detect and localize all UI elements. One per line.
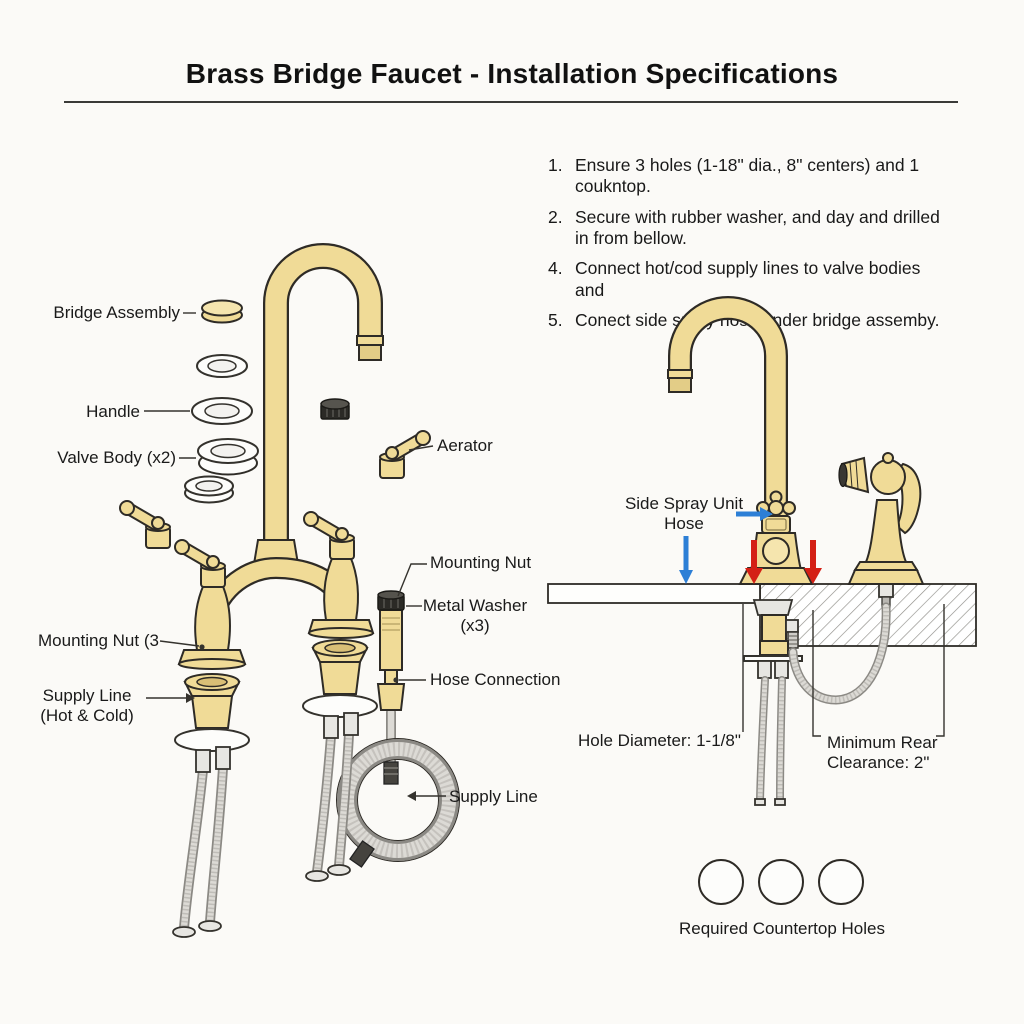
label-supply-line-left: Supply Line (Hot & Cold): [40, 686, 134, 726]
mount-arrow-down-right: [804, 540, 822, 584]
instruction-number: 5.: [548, 310, 563, 331]
left-valve-handle: [175, 540, 225, 587]
aerator-lever: [380, 431, 430, 478]
installed-faucet: [667, 296, 814, 585]
label-bridge-assembly: Bridge Assembly: [53, 303, 180, 322]
instruction-number: 4.: [548, 258, 563, 279]
right-mounting-stack: [302, 639, 378, 882]
instruction-item: 4. Connect hot/cod supply lines to valve…: [548, 258, 950, 301]
page-title: Brass Bridge Faucet - Installation Speci…: [185, 58, 839, 89]
handle-washer: [191, 397, 253, 425]
label-rear-clearance: Minimum Rear Clearance: 2": [827, 733, 938, 773]
bridge-assembly-body: [175, 512, 375, 670]
spout-gooseneck: [263, 243, 384, 562]
instruction-number: 2.: [548, 206, 563, 227]
label-handle: Handle: [86, 402, 140, 421]
exploded-leader-lines: [144, 312, 446, 801]
label-mounting-nut-right: Mounting Nut: [430, 553, 532, 572]
countertop-holes: [698, 859, 864, 905]
aerator-insert: [320, 398, 350, 420]
label-hole-diameter: Hole Diameter: 1-1/8": [578, 731, 741, 750]
label-hose-connection: Hose Connection: [430, 670, 561, 689]
label-countertop-holes: Required Countertop Holes: [678, 919, 885, 938]
instruction-text: Secure with rubber washer, and day and d…: [575, 206, 940, 249]
countertop-front-edge: [547, 583, 761, 604]
side-spray-unit: [838, 452, 925, 585]
label-mounting-nut-left: Mounting Nut (3: [38, 631, 159, 650]
instruction-text: Ensure 3 holes (1-18" dia., 8" centers) …: [575, 155, 920, 197]
collar-ring: [184, 475, 234, 504]
side-spray-hose: [788, 583, 894, 705]
o-ring: [196, 354, 248, 378]
label-side-spray: Side Spray Unit Hose: [624, 494, 744, 534]
dimension-leader-lines: [742, 604, 945, 737]
instruction-text: Connect hot/cod supply lines to valve bo…: [575, 258, 921, 300]
label-aerator: Aerator: [437, 436, 493, 455]
label-metal-washer: Metal Washer (x3): [422, 596, 528, 636]
instruction-item: 2. Secure with rubber washer, and day an…: [548, 207, 950, 250]
mount-arrow-down-left: [745, 540, 763, 584]
label-valve-body: Valve Body (x2): [57, 448, 176, 467]
hose-arrow-down: [679, 536, 693, 584]
label-supply-line-coil: Supply Line: [449, 787, 538, 806]
instruction-number: 1.: [548, 155, 563, 175]
installed-view: [547, 296, 977, 905]
right-valve-handle: [304, 512, 354, 559]
bridge-assembly-washer: [201, 299, 243, 324]
loose-handle-lever: [120, 501, 170, 548]
hose-connection-assembly: [376, 590, 406, 711]
exploded-view: [120, 243, 460, 938]
valve-body-rings: [197, 438, 259, 476]
side-spray-arrow-right: [736, 507, 773, 521]
under-counter-valve: [743, 599, 803, 806]
left-mounting-stack: [172, 673, 250, 938]
instruction-item: 1. Ensure 3 holes (1-18" dia., 8" center…: [548, 155, 950, 198]
title-divider: [64, 101, 958, 103]
